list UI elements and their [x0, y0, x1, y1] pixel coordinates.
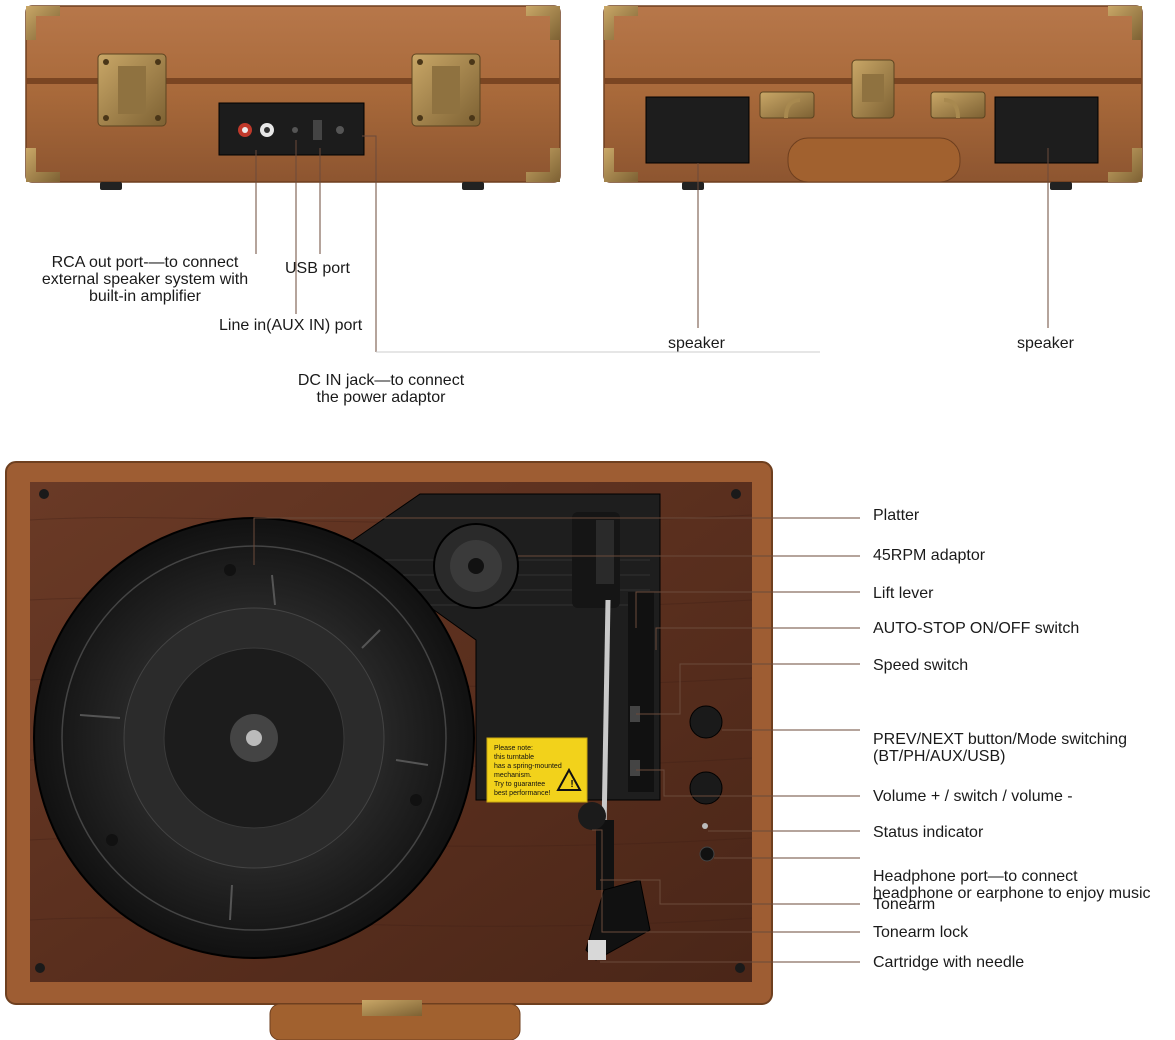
- status-indicator-led: [702, 823, 708, 829]
- headphone-jack: [699, 846, 715, 862]
- warning-sticker: !: [486, 737, 588, 803]
- platter: [33, 517, 475, 959]
- turntable-top-view: !: [5, 461, 773, 1040]
- label-tonearm: Tonearm: [873, 896, 936, 913]
- label-volume: Volume + / switch / volume -: [873, 788, 1073, 805]
- speaker-grille-right: [994, 96, 1099, 164]
- brass-hinge-left: [97, 53, 167, 127]
- label-status-indicator: Status indicator: [873, 824, 984, 841]
- adaptor-45rpm: [433, 523, 519, 609]
- volume-knob[interactable]: [689, 771, 723, 805]
- callout-leader-lines: [253, 517, 860, 963]
- svg-text:!: !: [570, 779, 573, 790]
- label-speed-switch: Speed switch: [873, 657, 969, 674]
- label-speaker-left: speaker: [668, 335, 725, 352]
- label-prev-next-button: PREV/NEXT button/Mode switching(BT/PH/AU…: [873, 731, 1128, 765]
- brass-hinge-right: [411, 53, 481, 127]
- latch-icon: [851, 59, 895, 119]
- label-45rpm-adaptor: 45RPM adaptor: [873, 547, 986, 564]
- label-tonearm-lock: Tonearm lock: [873, 924, 969, 941]
- svg-text:mechanism.: mechanism.: [494, 772, 532, 779]
- svg-text:best performance!: best performance!: [494, 790, 550, 797]
- sticker-text: Please note: this turntable has a spring…: [494, 745, 562, 797]
- prev-next-knob[interactable]: [689, 705, 723, 739]
- speaker-grille-left: [645, 96, 750, 164]
- label-auto-stop-switch: AUTO-STOP ON/OFF switch: [873, 620, 1080, 637]
- label-platter: Platter: [873, 507, 920, 524]
- label-lift-lever: Lift lever: [873, 585, 934, 602]
- port-panel: [218, 102, 365, 156]
- svg-text:this turntable: this turntable: [494, 754, 534, 761]
- label-cartridge: Cartridge with needle: [873, 954, 1025, 971]
- label-speaker-right: speaker: [1017, 335, 1074, 352]
- label-usb-port: USB port: [285, 260, 350, 277]
- handle-icon: [784, 98, 961, 183]
- case-front-view: [603, 5, 1143, 190]
- svg-text:Try to guarantee: Try to guarantee: [494, 781, 545, 788]
- top-leader-lines: [255, 135, 1049, 353]
- label-line-in: Line in(AUX IN) port: [219, 317, 363, 334]
- svg-text:has a spring-mounted: has a spring-mounted: [494, 763, 562, 770]
- svg-text:Please note:: Please note:: [494, 745, 533, 752]
- case-back-view: [25, 5, 561, 190]
- brass-corner: [26, 6, 560, 182]
